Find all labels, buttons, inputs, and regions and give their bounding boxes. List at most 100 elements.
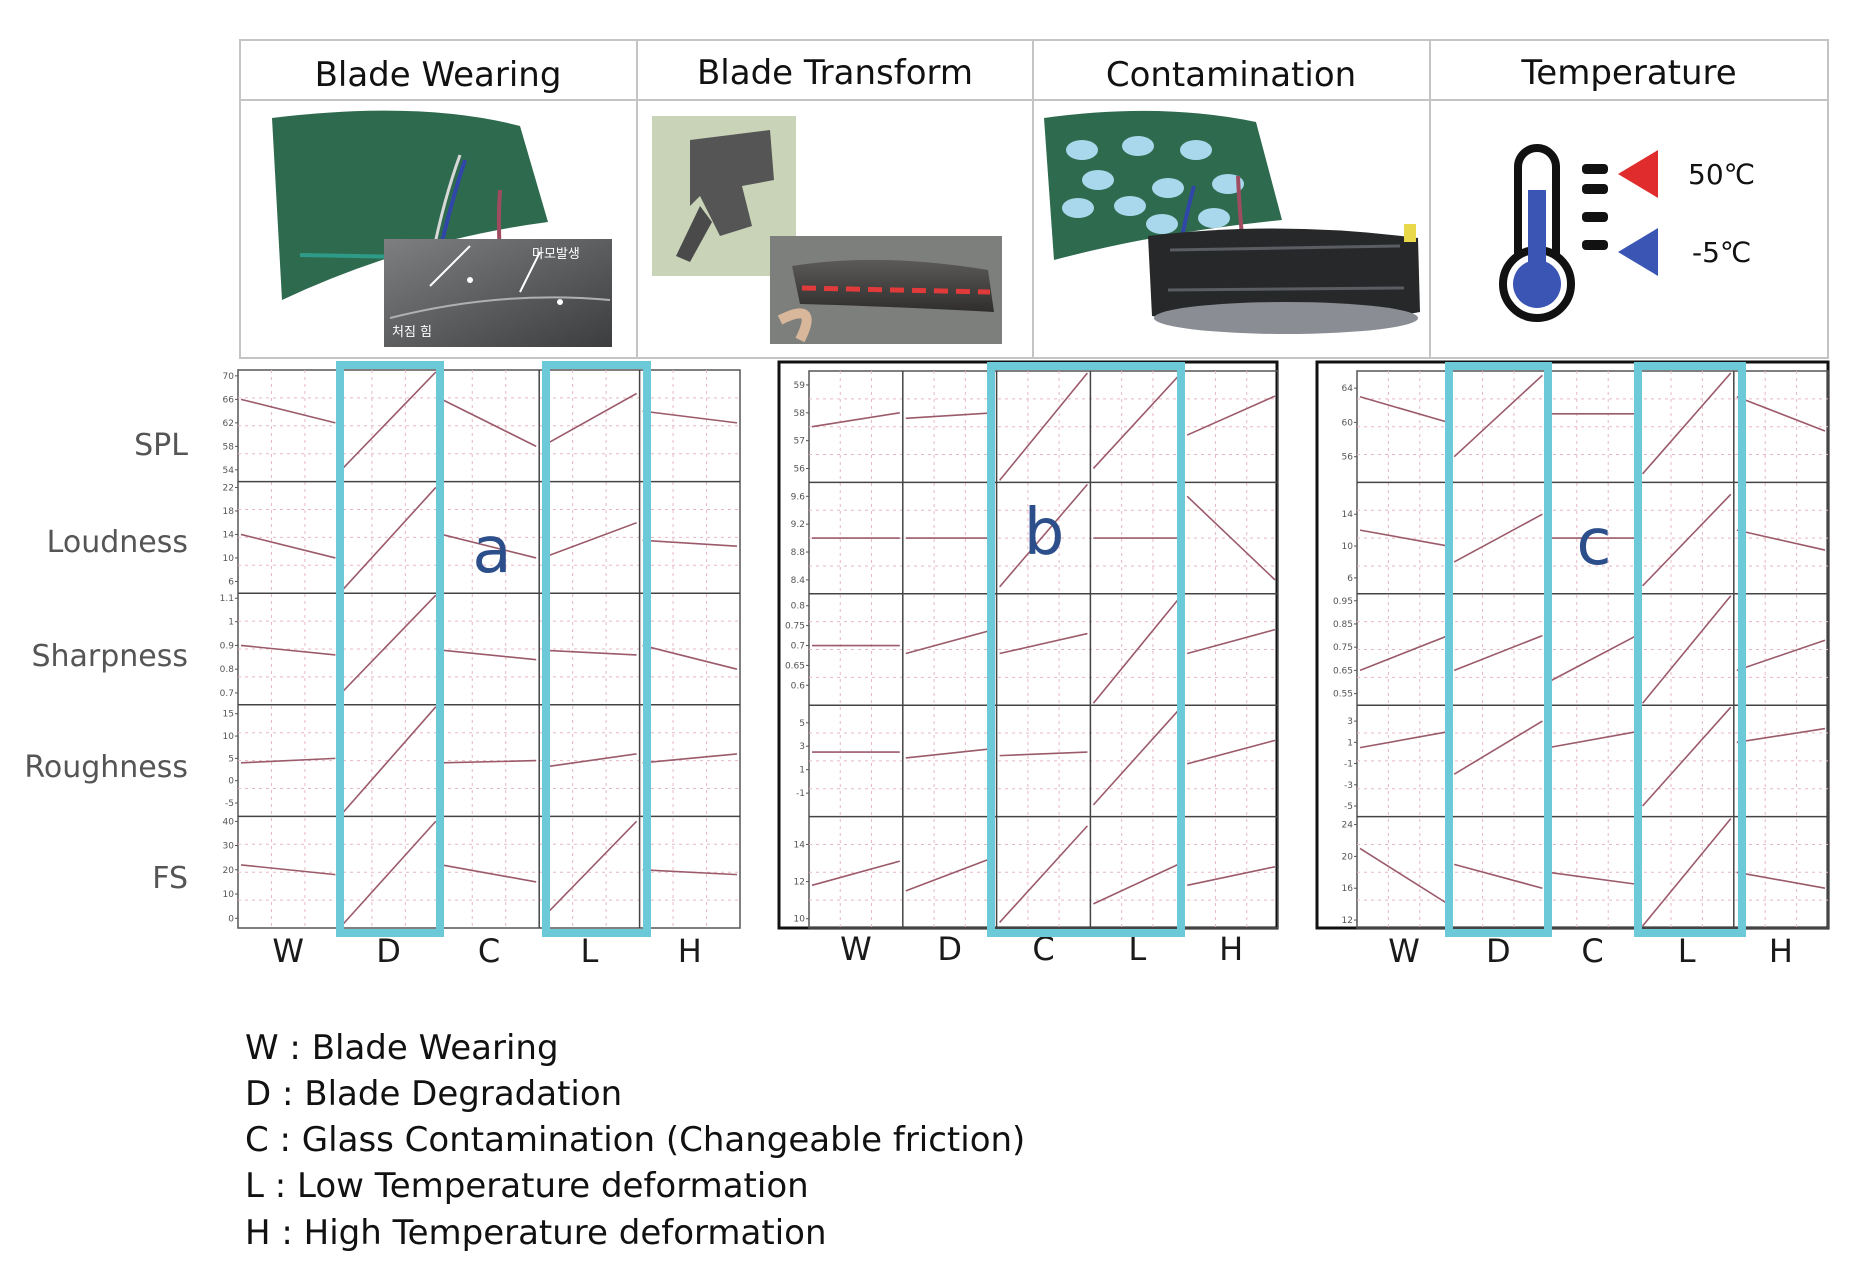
tick-label: -1 xyxy=(1344,760,1353,770)
tick-label: 70 xyxy=(223,372,235,382)
row-labels: SPL Loudness Sharpness Roughness FS xyxy=(24,428,188,896)
highlight-box xyxy=(336,361,444,937)
temperature-low-label: -5℃ xyxy=(1692,236,1751,269)
tick-label: 0.55 xyxy=(1333,690,1353,700)
panel-letter-b: b xyxy=(1024,496,1065,570)
category-label-d: D xyxy=(376,932,401,970)
trace-spl-c xyxy=(998,372,1089,481)
tick-label: 54 xyxy=(223,466,235,476)
trace-sharpness-w xyxy=(1359,634,1449,672)
trace-fs-d xyxy=(905,856,994,892)
panel-letter-a: a xyxy=(472,514,511,588)
thermometer-icon: 50℃ -5℃ xyxy=(1499,144,1755,322)
tick-label: 1 xyxy=(1347,738,1353,748)
category-label-d: D xyxy=(1486,932,1511,970)
condition-header-table: Blade Wearing Blade Transform Contaminat… xyxy=(239,39,1829,359)
sensitivity-panels: 70666258542218141061.110.90.80.7151050-5… xyxy=(220,360,1830,970)
row-label-fs: FS xyxy=(152,861,188,896)
category-label-c: C xyxy=(478,932,500,970)
trace-spl-l xyxy=(1641,372,1732,475)
tick-label: 10 xyxy=(223,732,235,742)
trace-fs-h xyxy=(1736,871,1826,890)
category-label-h: H xyxy=(1769,932,1793,970)
trace-spl-h xyxy=(1186,395,1276,436)
trace-loudness-h xyxy=(1736,529,1826,551)
trace-roughness-h xyxy=(642,753,738,764)
trace-sharpness-h xyxy=(1186,628,1276,655)
tick-label: -5 xyxy=(1344,802,1353,812)
tick-label: 10 xyxy=(794,915,806,925)
header-title-blade-transform: Blade Transform xyxy=(697,53,973,93)
trace-loudness-w xyxy=(1359,529,1449,547)
tick-label: 6 xyxy=(228,577,234,587)
trace-loudness-l xyxy=(1642,493,1732,587)
temperature-high-label: 50℃ xyxy=(1688,158,1755,191)
header-title-temperature: Temperature xyxy=(1520,53,1736,93)
highlight-box xyxy=(987,362,1185,937)
tick-label: 14 xyxy=(1342,510,1354,520)
trace-loudness-d xyxy=(1453,513,1543,563)
trace-roughness-c xyxy=(999,751,1088,757)
tick-label: 10 xyxy=(223,554,235,564)
category-label-l: L xyxy=(580,932,598,970)
tick-label: 22 xyxy=(223,483,234,493)
tick-label: 64 xyxy=(1342,384,1354,394)
tick-label: 66 xyxy=(223,395,235,405)
tick-label: 1.1 xyxy=(220,594,234,604)
category-label-l: L xyxy=(1678,932,1696,970)
trace-loudness-c xyxy=(998,483,1089,588)
row-label-sharpness: Sharpness xyxy=(31,639,188,674)
tick-label: 0 xyxy=(228,777,234,787)
panel-letter-c: c xyxy=(1576,506,1611,580)
trace-spl-h xyxy=(642,410,738,424)
tick-label: 5 xyxy=(799,719,805,729)
trace-fs-h xyxy=(1187,865,1276,887)
trace-sharpness-h xyxy=(1736,639,1826,672)
trace-spl-l xyxy=(1092,372,1182,470)
trace-fs-c xyxy=(441,864,537,883)
trace-roughness-w xyxy=(240,757,336,764)
trace-loudness-d xyxy=(340,486,437,592)
trace-sharpness-c xyxy=(999,632,1088,655)
panel-c: 646056141060.950.850.750.650.5531-1-3-52… xyxy=(1315,360,1830,970)
trace-fs-d xyxy=(1453,863,1543,889)
trace-spl-w xyxy=(811,411,900,428)
windshield-wiper-wear-icon: 마모발생 처짐 힘 xyxy=(272,110,612,347)
tick-label: 20 xyxy=(223,866,235,876)
tick-label: 40 xyxy=(223,817,235,827)
tick-label: 3 xyxy=(799,742,805,752)
photo-label-sag: 처짐 힘 xyxy=(392,325,432,340)
trace-roughness-l xyxy=(1642,706,1732,807)
header-title-blade-wearing: Blade Wearing xyxy=(315,55,562,95)
legend-item-d: D : Blade Degradation xyxy=(245,1074,623,1114)
tick-label: 6 xyxy=(1347,574,1353,584)
trace-roughness-l xyxy=(542,753,637,769)
trace-roughness-c xyxy=(441,759,537,764)
tick-label: 58 xyxy=(794,409,806,419)
trace-roughness-h xyxy=(1186,739,1276,765)
category-label-h: H xyxy=(1219,930,1243,968)
tick-label: 58 xyxy=(223,442,235,452)
category-label-c: C xyxy=(1032,930,1054,968)
tick-label: 1 xyxy=(799,766,805,776)
plot-border xyxy=(237,369,741,929)
row-label-spl: SPL xyxy=(134,428,188,463)
trace-sharpness-d xyxy=(340,594,437,694)
tick-label: 59 xyxy=(794,381,806,391)
tick-label: 0.7 xyxy=(220,689,234,699)
trace-roughness-d xyxy=(1453,720,1543,775)
tick-label: -1 xyxy=(796,789,805,799)
trace-roughness-d xyxy=(340,706,437,815)
tick-label: -5 xyxy=(225,799,234,809)
trace-fs-l xyxy=(541,820,638,919)
highlight-box xyxy=(1634,362,1746,937)
trace-spl-c xyxy=(441,398,537,448)
trace-sharpness-h xyxy=(642,644,738,670)
tick-label: 0 xyxy=(228,914,234,924)
trace-sharpness-w xyxy=(240,644,336,656)
tick-label: 3 xyxy=(1347,717,1353,727)
row-label-loudness: Loudness xyxy=(47,525,188,560)
trace-fs-d xyxy=(340,820,437,927)
category-label-w: W xyxy=(840,930,872,968)
